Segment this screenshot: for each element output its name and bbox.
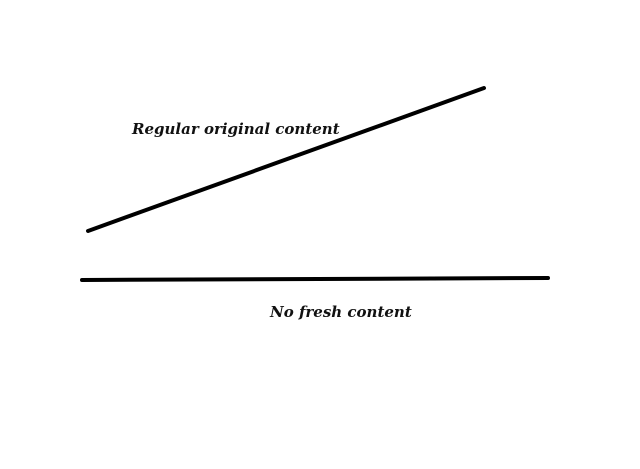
flat-line	[80, 276, 550, 282]
flat-line-label: No fresh content	[270, 303, 412, 321]
rising-line-label: Regular original content	[132, 120, 340, 138]
rising-line	[86, 86, 486, 233]
